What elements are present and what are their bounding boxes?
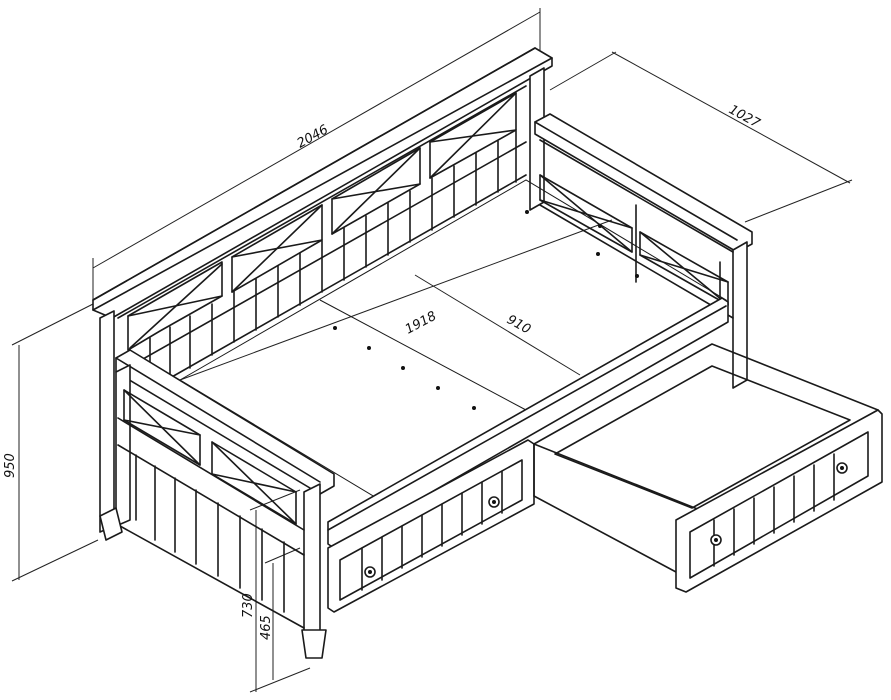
dim-label-mattress-length: 1918: [403, 309, 439, 338]
dim-label-seat-height: 730: [241, 593, 256, 618]
dim-label-mattress-width: 910: [504, 312, 533, 337]
drawer-1-knob: [364, 496, 500, 578]
armrest-slats: [135, 454, 285, 613]
backrest-x-panel-3: [331, 147, 421, 235]
front-rail: [327, 297, 729, 549]
platform-screws: [333, 210, 639, 410]
backrest-x-panel-1: [127, 261, 223, 351]
drawer-2-knob: [710, 462, 848, 546]
backrest-x-panel-4: [429, 92, 517, 179]
right-armrest: [534, 113, 753, 389]
backrest-x-panel-2: [231, 204, 323, 293]
dim-label-depth: 1027: [726, 102, 763, 132]
drawer-2: [533, 343, 883, 593]
dimension-lines: [11, 8, 853, 693]
dim-label-total-length: 2046: [295, 122, 331, 151]
dim-label-drawer-height: 465: [259, 615, 274, 640]
backrest: [92, 47, 553, 533]
dim-label-height: 950: [3, 453, 18, 478]
left-armrest: [99, 349, 335, 659]
drawer-1: [327, 439, 535, 613]
